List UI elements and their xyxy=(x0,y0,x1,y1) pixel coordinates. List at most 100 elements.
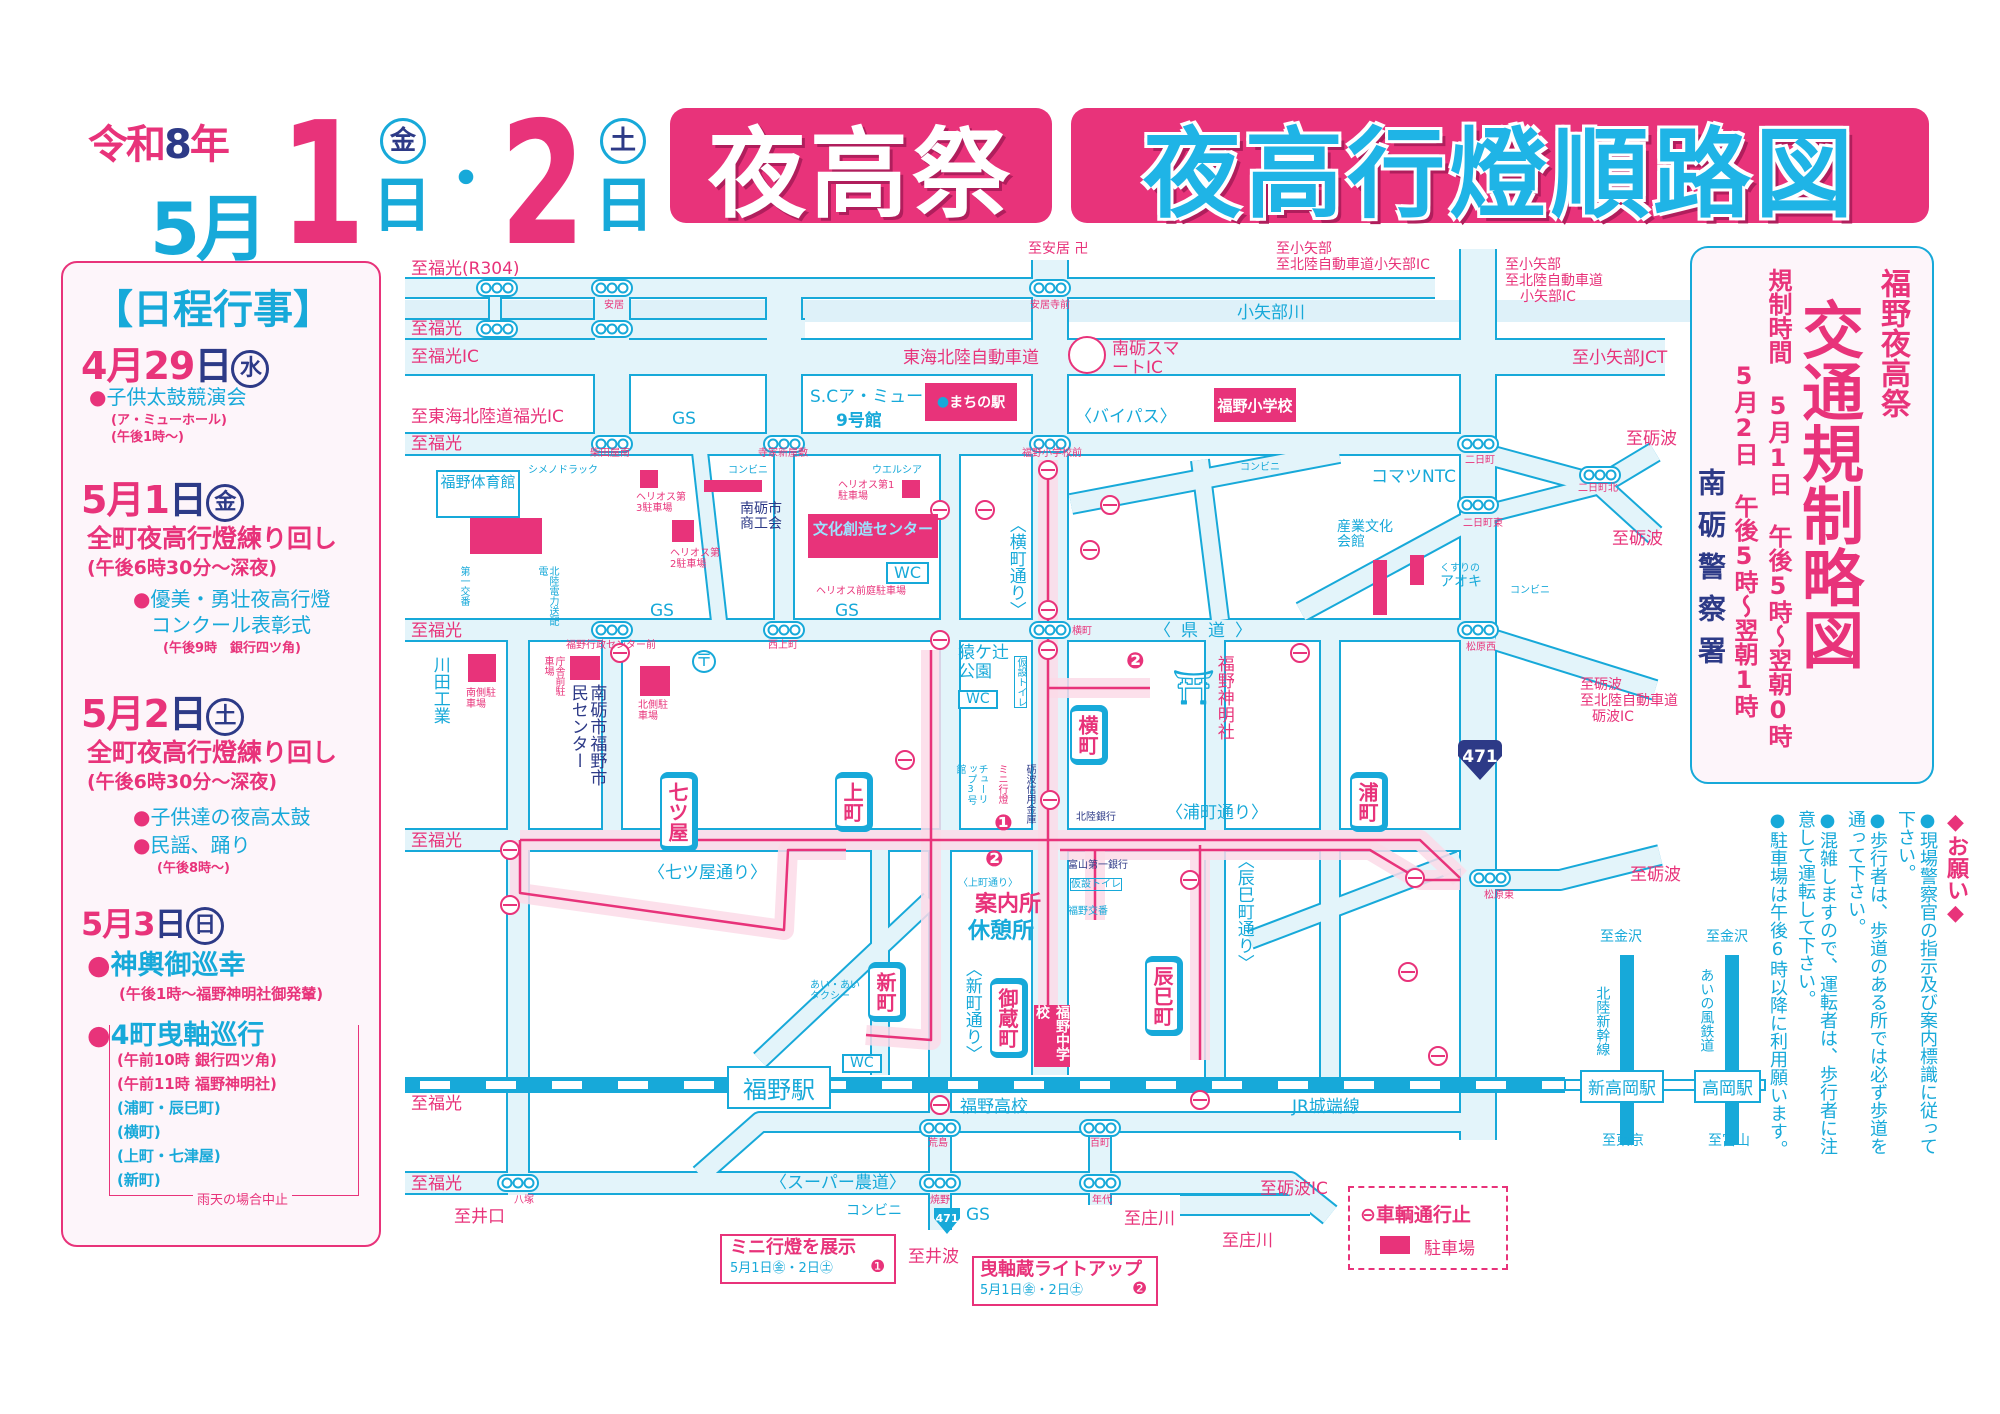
schedule-item-sub: (浦町・辰巳町) xyxy=(117,1099,221,1117)
schedule-title: 【日程行事】 xyxy=(93,287,333,333)
parking-lot xyxy=(672,520,694,542)
restroom-label: WC xyxy=(842,1054,882,1074)
signal-lamp xyxy=(595,624,607,636)
era-label: 令和8年 xyxy=(88,122,230,168)
signal-lamp xyxy=(1044,438,1056,450)
signal-lamp xyxy=(767,624,779,636)
traffic-signal-icon xyxy=(591,279,633,297)
signal-label: 二日町東 xyxy=(1463,518,1503,529)
parking-label: ヘリオス第2駐車場 xyxy=(670,548,720,570)
signal-lamp xyxy=(1594,469,1606,481)
fukuno-junior-high: 福野中学校 xyxy=(1034,1005,1070,1067)
traffic-signal-icon xyxy=(591,621,633,639)
parking-lot xyxy=(570,656,600,680)
machi-no-eki: ●まちの駅 xyxy=(925,383,1017,421)
day1-suffix: 日 xyxy=(372,171,432,241)
signal-lamp xyxy=(1583,469,1595,481)
schedule-date: 5月3日日 xyxy=(81,899,224,945)
schedule-date: 5月2日土 xyxy=(81,683,244,738)
direction-label: 至小矢部 xyxy=(1276,241,1332,257)
fukuno-elementary-school: 福野小学校 xyxy=(1214,388,1296,422)
river-label: 小矢部川 xyxy=(1237,303,1305,323)
lantern-nanatsuya: 七ツ屋 xyxy=(660,772,694,852)
schedule-item-sub: (新町) xyxy=(117,1171,161,1189)
direction-label: 至小矢部JCT xyxy=(1572,348,1668,368)
signal-lamp xyxy=(595,323,607,335)
signal-lamp xyxy=(1472,499,1484,511)
store-label: ウエルシア xyxy=(872,465,922,476)
signal-lamp xyxy=(1461,499,1473,511)
road-name-label: 〈バイパス〉 xyxy=(1075,407,1177,427)
traffic-signal-icon xyxy=(1579,466,1621,484)
road xyxy=(1492,631,1658,699)
traffic-signal-icon xyxy=(1457,435,1499,453)
signal-lamp xyxy=(595,438,607,450)
schedule-item-sub: (午後9時 銀行四ツ角) xyxy=(163,641,301,656)
marker-1: ❶ xyxy=(870,1257,886,1277)
direction-label: 至砺波IC xyxy=(1260,1179,1328,1199)
notice-title: ◆お願い◆ xyxy=(1943,810,1968,926)
signal-lamp xyxy=(491,282,503,294)
fukuno-gym: 福野体育館 xyxy=(436,470,520,518)
ainokaze-line xyxy=(1725,955,1739,1145)
road-name-label: 〈浦町通り〉 xyxy=(1166,803,1268,823)
signal-lamp xyxy=(789,438,801,450)
kura-lightup-dates: 5月1日㊎・2日㊏ xyxy=(980,1283,1083,1298)
gas-station-label: GS xyxy=(650,601,674,621)
traffic-signal-icon xyxy=(1079,1174,1121,1192)
store-label: コンビニ xyxy=(1240,462,1280,473)
signal-lamp xyxy=(1033,282,1045,294)
road xyxy=(405,1173,1337,1223)
direction-label: 至福光 xyxy=(411,831,462,851)
traffic-festival-label: 福野夜高祭 xyxy=(1875,268,1910,418)
road-name-label: 〈横町通り〉 xyxy=(1005,516,1026,618)
map-legend: ⊖車輌通行止 駐車場 xyxy=(1348,1186,1508,1270)
railway-tie xyxy=(1014,1081,1044,1089)
temp-toilet-label: 仮設トイレ xyxy=(1014,656,1027,708)
traffic-signal-icon xyxy=(591,320,633,338)
gas-station-label: GS xyxy=(672,409,696,429)
direction-label: 至福光(R304) xyxy=(411,259,520,279)
traffic-signal-icon xyxy=(497,1174,539,1192)
takaoka-station: 高岡駅 xyxy=(1694,1070,1761,1103)
signal-lamp xyxy=(934,1177,946,1189)
road-name-label: 〈上町通り〉 xyxy=(958,878,1018,889)
signal-label: 安居 xyxy=(604,300,624,311)
day1-weekday-badge: 金 xyxy=(380,118,426,164)
traffic-signal-icon xyxy=(763,621,805,639)
traffic-signal-icon xyxy=(1079,1119,1121,1137)
bank-label: 富山第一銀行 xyxy=(1068,860,1128,871)
direction-label: 至安居 卍 xyxy=(1028,241,1089,257)
bunka-souzou-center: 文化創造センター xyxy=(808,514,938,558)
traffic-title: 交通規制略図 xyxy=(1791,298,1864,670)
railway-tie xyxy=(552,1081,582,1089)
signal-label: 二日町 xyxy=(1465,455,1495,466)
traffic-signal-icon xyxy=(1029,621,1071,639)
store-label: くすりの xyxy=(1440,563,1480,574)
schedule-date: 4月29日水 xyxy=(81,335,270,390)
parking-swatch xyxy=(1380,1236,1410,1254)
signal-label: 柴田屋南 xyxy=(590,448,630,459)
period-1: 規制時間 5月1日 午後5時～翌朝0時 xyxy=(1764,268,1792,748)
parking-label: ヘリオス前庭駐車場 xyxy=(816,586,906,597)
lantern-route xyxy=(865,650,933,1042)
schedule-item-sub: (ア・ミューホール) xyxy=(111,413,227,428)
signal-lamp xyxy=(789,624,801,636)
notice-item: ●歩行者は、歩道のある所では必ず歩道を通って下さい。 xyxy=(1845,810,1888,1155)
store-label: コンビニ xyxy=(728,465,768,476)
railway-tie xyxy=(1278,1081,1308,1089)
day2-weekday-badge: 土 xyxy=(600,118,646,164)
signal-lamp xyxy=(1055,624,1067,636)
signal-lamp xyxy=(945,1122,957,1134)
traffic-signal-icon xyxy=(919,1174,961,1192)
road xyxy=(1192,459,1228,621)
signal-label: 寺家新屋敷 xyxy=(758,448,808,459)
direction-label: 至富山 xyxy=(1708,1133,1750,1149)
lantern-route xyxy=(520,838,1461,879)
kura-lightup-title: 曳軸蔵ライトアップ xyxy=(980,1259,1142,1280)
road xyxy=(1593,478,1662,542)
signal-lamp xyxy=(480,282,492,294)
signal-lamp xyxy=(502,323,514,335)
